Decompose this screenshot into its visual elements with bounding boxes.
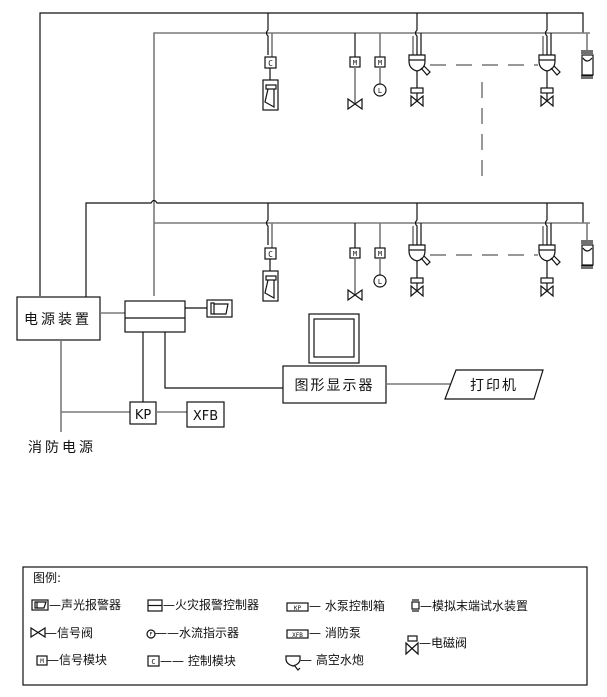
solenoid-valve [540, 87, 554, 107]
legend-item-water-cannon: — 高空水炮 [285, 652, 364, 671]
svg-text:— 消防泵: — 消防泵 [309, 625, 361, 640]
svg-text:—信号阀: —信号阀 [45, 626, 93, 640]
fire-pump: XFB [186, 401, 225, 428]
svg-text:打印机: 打印机 [470, 377, 518, 394]
svg-text:XFB: XFB [292, 632, 303, 639]
svg-text:C: C [268, 250, 273, 259]
svg-text:M: M [40, 658, 44, 665]
svg-text:C: C [268, 59, 273, 68]
water-flow-indicator [373, 274, 387, 288]
solenoid-valve [540, 277, 554, 297]
svg-text:L: L [378, 278, 382, 286]
water-cannon [538, 54, 561, 76]
svg-text:—声光报警器: —声光报警器 [49, 597, 121, 612]
printer: 打印机 [444, 369, 544, 400]
svg-text:—— 控制模块: —— 控制模块 [160, 654, 236, 668]
svg-text:XFB: XFB [193, 409, 218, 424]
legend-item-fire-alarm-controller: —火灾报警控制器 [147, 597, 259, 612]
pump-control-box: KP [129, 401, 157, 425]
svg-text:— 水泵控制箱: — 水泵控制箱 [309, 598, 385, 613]
legend-item-water-flow-indicator: F ——水流指示器 [146, 625, 239, 640]
end-test-device [581, 240, 594, 269]
legend-item-pump-control-box: KP — 水泵控制箱 [286, 598, 385, 613]
legend-item-fire-pump: XFB — 消防泵 [286, 625, 361, 640]
fire-alarm-controller [124, 300, 186, 333]
water-cannon [408, 54, 431, 76]
svg-text:—信号模块: —信号模块 [47, 653, 107, 667]
svg-text:—电磁阀: —电磁阀 [419, 635, 467, 650]
svg-text:M: M [353, 250, 357, 258]
svg-text:— 高空水炮: — 高空水炮 [300, 652, 364, 667]
legend-item-control-module: C —— 控制模块 [147, 654, 236, 668]
sound-light-alarm [206, 299, 233, 318]
end-test-device [581, 50, 594, 79]
legend-item-solenoid-valve: —电磁阀 [405, 635, 467, 656]
svg-text:电源装置: 电源装置 [24, 312, 92, 328]
svg-text:—火灾报警控制器: —火灾报警控制器 [163, 597, 259, 612]
solenoid-valve [410, 277, 424, 297]
solenoid-valve [410, 87, 424, 107]
svg-text:——水流指示器: ——水流指示器 [155, 625, 239, 640]
svg-text:F: F [149, 632, 152, 638]
svg-text:M: M [378, 59, 382, 67]
svg-text:KP: KP [135, 408, 152, 423]
legend-item-signal-module: M —信号模块 [36, 653, 107, 667]
water-cannon [538, 244, 561, 266]
svg-text:M: M [353, 59, 357, 67]
lower-branch: C M M L [85, 199, 594, 312]
water-flow-indicator [373, 83, 387, 97]
power-unit: 电源装置 [16, 296, 101, 341]
svg-text:C: C [151, 658, 155, 666]
svg-text:—模拟末端试水装置: —模拟末端试水装置 [420, 598, 528, 613]
legend-item-sound-light-alarm: —声光报警器 [31, 597, 121, 612]
legend-title: 图例: [33, 571, 61, 585]
upper-branch: C M M L [39, 12, 594, 296]
fire-power-label: 消防电源 [28, 440, 96, 456]
svg-text:KP: KP [294, 605, 302, 612]
svg-text:图形显示器: 图形显示器 [295, 378, 375, 394]
legend-item-end-test-device: —模拟末端试水装置 [411, 598, 528, 613]
svg-text:M: M [378, 250, 382, 258]
monitor [308, 313, 360, 364]
legend-item-signal-valve: —信号阀 [30, 626, 93, 640]
graphic-display: 图形显示器 [282, 365, 387, 404]
legend: 图例: —声光报警器 —火灾报警控制器 KP — 水泵控制箱 —模拟末端试水装置 [22, 566, 588, 686]
svg-text:L: L [378, 87, 382, 95]
water-cannon [408, 244, 431, 266]
